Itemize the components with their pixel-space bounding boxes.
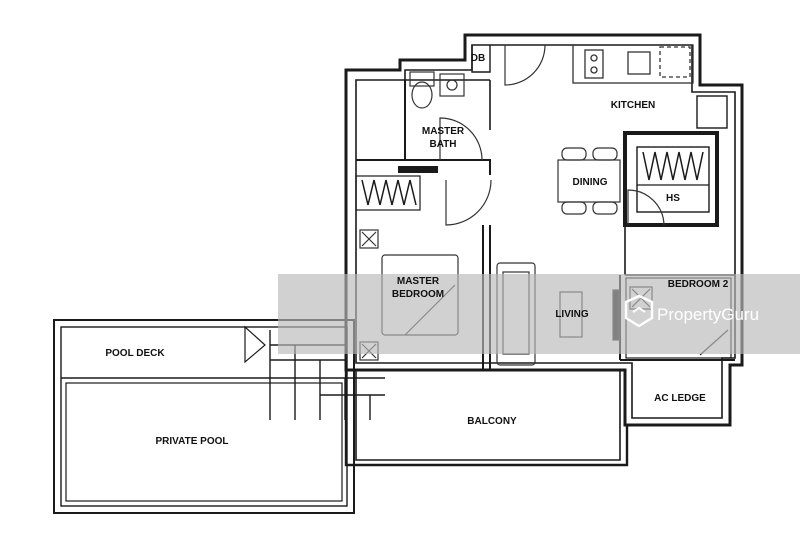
label-pool-deck: POOL DECK: [105, 348, 165, 359]
watermark-brand: PropertyGuru: [657, 305, 759, 324]
propertyguru-logo-icon: [624, 294, 654, 328]
wardrobes: [355, 151, 709, 211]
kitchen-fixtures: [572, 44, 694, 84]
label-master-bath-line2: BATH: [429, 139, 456, 150]
label-living: LIVING: [555, 309, 589, 320]
label-private-pool: PRIVATE POOL: [156, 436, 229, 447]
label-bedroom2: BEDROOM 2: [668, 279, 729, 290]
balcony-walls: [344, 370, 629, 467]
door-swings: [439, 44, 665, 226]
label-master-bath-line1: MASTER: [422, 126, 465, 137]
label-db: DB: [471, 53, 485, 64]
label-balcony: BALCONY: [467, 416, 517, 427]
label-master-bedroom-line1: MASTER: [397, 276, 440, 287]
label-dining: DINING: [573, 177, 608, 188]
label-kitchen: KITCHEN: [611, 100, 655, 111]
room-labels: DB KITCHEN MASTER BATH DINING HS MASTER …: [105, 53, 728, 447]
walls: [344, 33, 744, 427]
watermark-band: [278, 274, 800, 354]
watermark: PropertyGuru: [278, 274, 800, 354]
label-master-bedroom-line2: BEDROOM: [392, 289, 444, 300]
bath-fixtures: [409, 71, 465, 109]
label-hs: HS: [666, 193, 680, 204]
dining-set: [557, 147, 621, 215]
label-ac-ledge: AC LEDGE: [654, 393, 706, 404]
